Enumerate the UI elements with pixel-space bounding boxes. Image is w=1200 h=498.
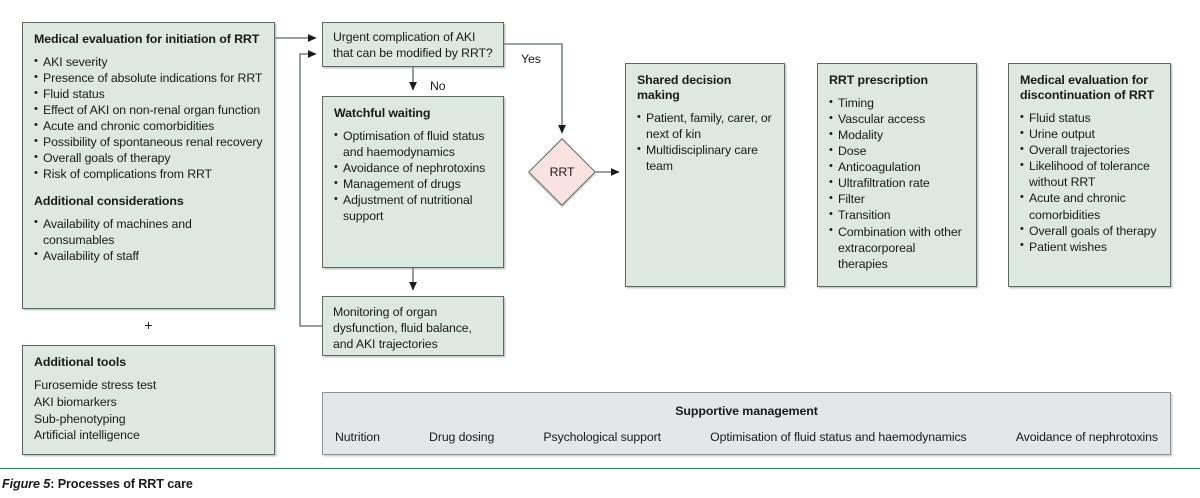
band-supportive-management[interactable]: Supportive management Nutrition Drug dos… — [322, 392, 1171, 455]
list-item: Availability of machines and consumables — [34, 215, 264, 248]
box-medical-evaluation-discontinuation[interactable]: Medical evaluation for discontinuation o… — [1008, 63, 1171, 287]
box-title: Shared decision making — [637, 73, 732, 103]
node-rrt-decision[interactable]: RRT — [528, 138, 596, 206]
list-item: Artificial intelligence — [34, 428, 140, 443]
box-rrt-prescription[interactable]: RRT prescription Timing Vascular access … — [817, 63, 977, 287]
tools-list: Furosemide stress test AKI biomarkers Su… — [34, 377, 264, 444]
list-item: Multidisciplinary care team — [637, 142, 774, 174]
supportive-item: Psychological support — [543, 430, 661, 444]
list-item: Modality — [829, 127, 966, 143]
box-medical-evaluation-initiation[interactable]: Medical evaluation for initiation of RRT… — [22, 22, 275, 309]
list-item: Fluid status — [34, 86, 264, 102]
discontinue-list: Fluid status Urine output Overall trajec… — [1020, 110, 1160, 254]
box-title: Watchful waiting — [334, 106, 431, 120]
prescription-list: Timing Vascular access Modality Dose Ant… — [829, 95, 966, 272]
list-item: Acute and chronic comorbidities — [1020, 190, 1160, 222]
list-item: Adjustment of nutritional support — [334, 192, 493, 224]
box-title: Medical evaluation for discontinuation o… — [1020, 73, 1155, 103]
edge-label-yes: Yes — [521, 52, 541, 66]
band-title: Supportive management — [675, 404, 818, 418]
list-item: Furosemide stress test — [34, 378, 157, 393]
box-additional-tools[interactable]: Additional tools Furosemide stress test … — [22, 345, 275, 455]
list-item: Ultrafiltration rate — [829, 175, 966, 191]
list-item: Urine output — [1020, 126, 1160, 142]
list-item: Presence of absolute indications for RRT — [34, 70, 264, 86]
list-item: Effect of AKI on non-renal organ functio… — [34, 102, 264, 118]
list-item: Management of drugs — [334, 176, 493, 192]
list-item: Patient, family, carer, or next of kin — [637, 110, 774, 142]
list-item: Overall goals of therapy — [1020, 222, 1160, 239]
edge-label-no: No — [430, 79, 446, 93]
list-item: Filter — [829, 191, 966, 207]
box-subtitle: Additional considerations — [34, 193, 184, 208]
list-item: AKI biomarkers — [34, 394, 117, 409]
supportive-item: Optimisation of fluid status and haemody… — [710, 430, 967, 444]
watchful-list: Optimisation of fluid status and haemody… — [334, 128, 493, 224]
list-item: Overall trajectories — [1020, 142, 1160, 158]
box-title: Additional tools — [34, 355, 127, 369]
supportive-item: Nutrition — [335, 430, 380, 444]
figure-caption: Figure 5: Processes of RRT care — [2, 477, 193, 491]
box-text: Urgent complication of AKI that can be m… — [333, 30, 493, 60]
node-rrt-label: RRT — [549, 165, 575, 179]
box-text: Monitoring of organ dysfunction, fluid b… — [333, 305, 472, 351]
figure-number: Figure 5 — [2, 477, 51, 491]
edge-monitoring-to-urgent — [299, 50, 322, 327]
list-item: Optimisation of fluid status and haemody… — [334, 128, 493, 160]
list-item: Patient wishes — [1020, 238, 1160, 255]
list-item: Availability of staff — [34, 247, 264, 264]
supportive-item: Avoidance of nephrotoxins — [1015, 430, 1158, 444]
list-item: Anticoagulation — [829, 159, 966, 175]
supportive-item: Drug dosing — [429, 430, 495, 444]
list-item: Combination with other extracorporeal th… — [829, 223, 966, 272]
initiation-additional-list: Availability of machines and consumables… — [34, 215, 264, 264]
list-item: Overall goals of therapy — [34, 150, 264, 166]
shared-list: Patient, family, carer, or next of kin M… — [637, 110, 774, 174]
list-item: Sub-phenotyping — [34, 411, 126, 426]
list-item: Likelihood of tolerance without RRT — [1020, 158, 1160, 190]
list-item: Vascular access — [829, 111, 966, 127]
figure-title: Processes of RRT care — [57, 477, 193, 491]
box-title: Medical evaluation for initiation of RRT — [34, 32, 260, 46]
list-item: Transition — [829, 207, 966, 223]
list-item: Risk of complications from RRT — [34, 166, 264, 182]
box-monitoring-organ-dysfunction[interactable]: Monitoring of organ dysfunction, fluid b… — [322, 296, 504, 356]
box-shared-decision-making[interactable]: Shared decision making Patient, family, … — [625, 63, 785, 287]
initiation-list: AKI severity Presence of absolute indica… — [34, 54, 264, 182]
list-item: Fluid status — [1020, 110, 1160, 126]
list-item: Timing — [829, 95, 966, 111]
list-item: Acute and chronic comorbidities — [34, 118, 264, 134]
list-item: Avoidance of nephrotoxins — [334, 160, 493, 176]
box-title: RRT prescription — [829, 73, 928, 87]
plus-connector: + — [144, 317, 153, 333]
list-item: Possibility of spontaneous renal recover… — [34, 134, 264, 150]
box-watchful-waiting[interactable]: Watchful waiting Optimisation of fluid s… — [322, 96, 504, 268]
figure-separator: : — [50, 477, 58, 491]
list-item: Dose — [829, 143, 966, 159]
band-items: Nutrition Drug dosing Psychological supp… — [331, 430, 1162, 444]
caption-divider — [0, 468, 1200, 469]
list-item: AKI severity — [34, 54, 264, 70]
box-urgent-complication-decision[interactable]: Urgent complication of AKI that can be m… — [322, 22, 504, 67]
